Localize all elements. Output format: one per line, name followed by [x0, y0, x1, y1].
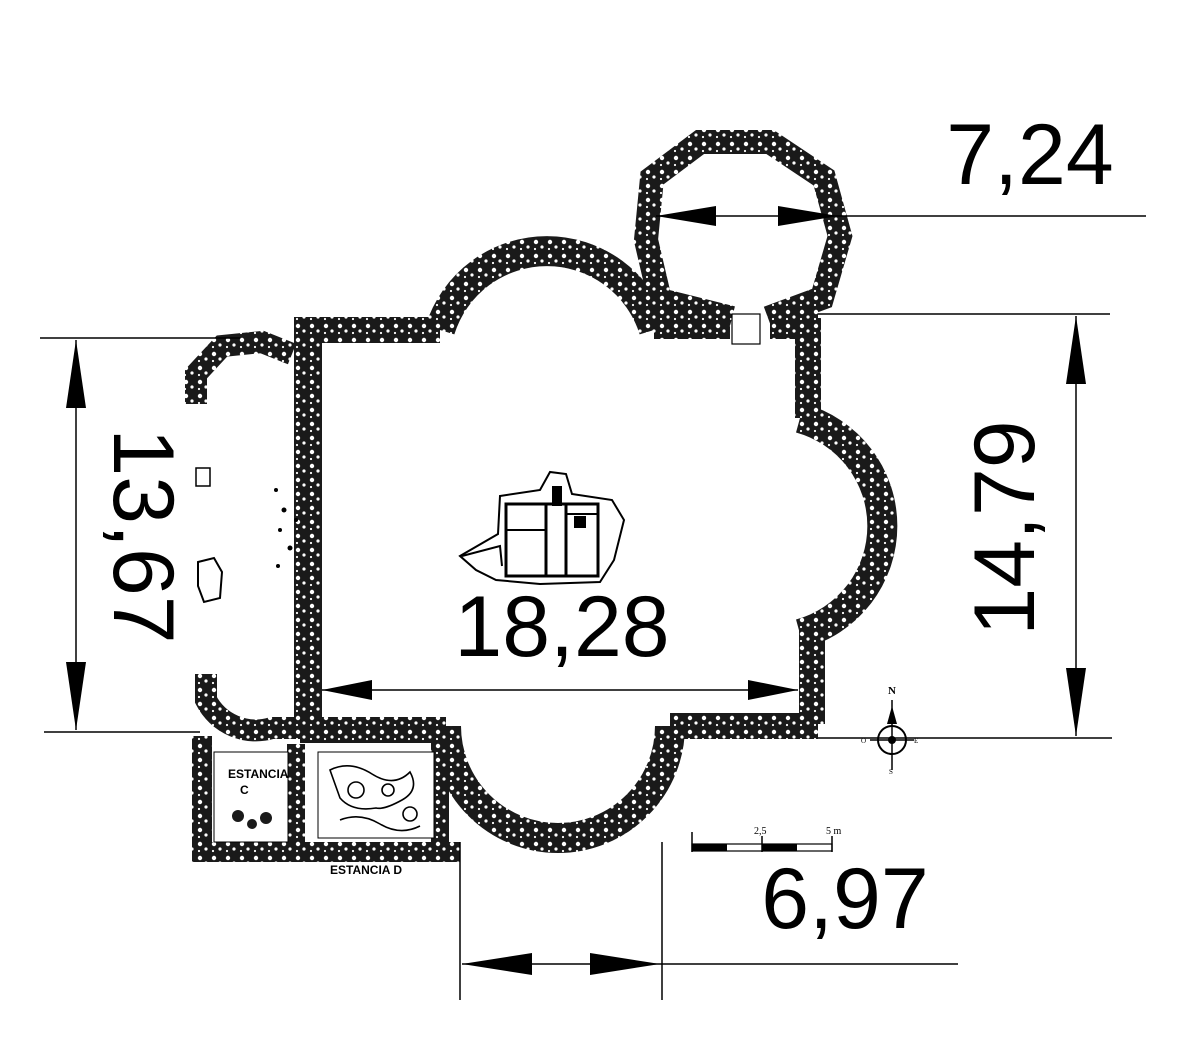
nave-width-label: 18,28: [454, 579, 669, 675]
south-apse: [431, 725, 685, 853]
annex-feature-1: [195, 467, 211, 487]
scale-mid-label: 2,5: [754, 826, 767, 837]
estancia-d-label: ESTANCIA D: [330, 863, 402, 877]
scale-bar: 2,5 5 m: [691, 826, 842, 852]
nave-dim-arrow-right: [748, 680, 798, 700]
octagon-annex: [633, 130, 853, 330]
west-annex-south: [195, 674, 300, 742]
apse-dim-arrow-left: [462, 953, 532, 975]
estancia-c-room: [213, 751, 289, 843]
estancia-c-wall: [192, 736, 460, 862]
west-dim-arrow-bottom: [66, 662, 86, 730]
west-annex-wall: [185, 330, 297, 404]
estancia-d-room: [317, 751, 435, 839]
walls: [185, 130, 898, 862]
apse-dim-arrow-right: [590, 953, 660, 975]
east-height-label: 14,79: [957, 420, 1053, 635]
north-compass: N S E O: [861, 685, 918, 776]
estancia-c-label-1: ESTANCIA: [228, 767, 289, 781]
octagon-width-label: 7,24: [946, 107, 1113, 203]
dimension-lines: [40, 206, 1146, 1000]
central-excavation: [458, 470, 626, 586]
compass-s: S: [889, 768, 893, 776]
north-apse: [425, 236, 669, 335]
annex-west-markings: [274, 488, 298, 568]
annex-feature-2: [197, 556, 224, 604]
estancia-c-label-2: C: [240, 783, 249, 797]
east-dim-arrow-top: [1066, 316, 1086, 384]
east-dim-arrow-bottom: [1066, 668, 1086, 736]
compass-o: O: [861, 737, 866, 745]
octagon-dim-arrow-right: [778, 206, 838, 226]
west-dim-arrow-top: [66, 340, 86, 408]
west-height-label: 13,67: [95, 428, 191, 643]
octagon-dim-arrow-left: [656, 206, 716, 226]
east-apse: [795, 403, 898, 649]
estancia-c-feature: [232, 810, 272, 829]
compass-e: E: [914, 737, 918, 745]
north-doorway: [731, 313, 761, 345]
compass-n: N: [888, 685, 896, 697]
apse-width-label: 6,97: [761, 851, 928, 947]
compass-circle: [877, 725, 907, 755]
estancia-d-rubble: [329, 765, 421, 832]
nave-dim-arrow-left: [322, 680, 372, 700]
scale-end-label: 5 m: [826, 826, 842, 837]
